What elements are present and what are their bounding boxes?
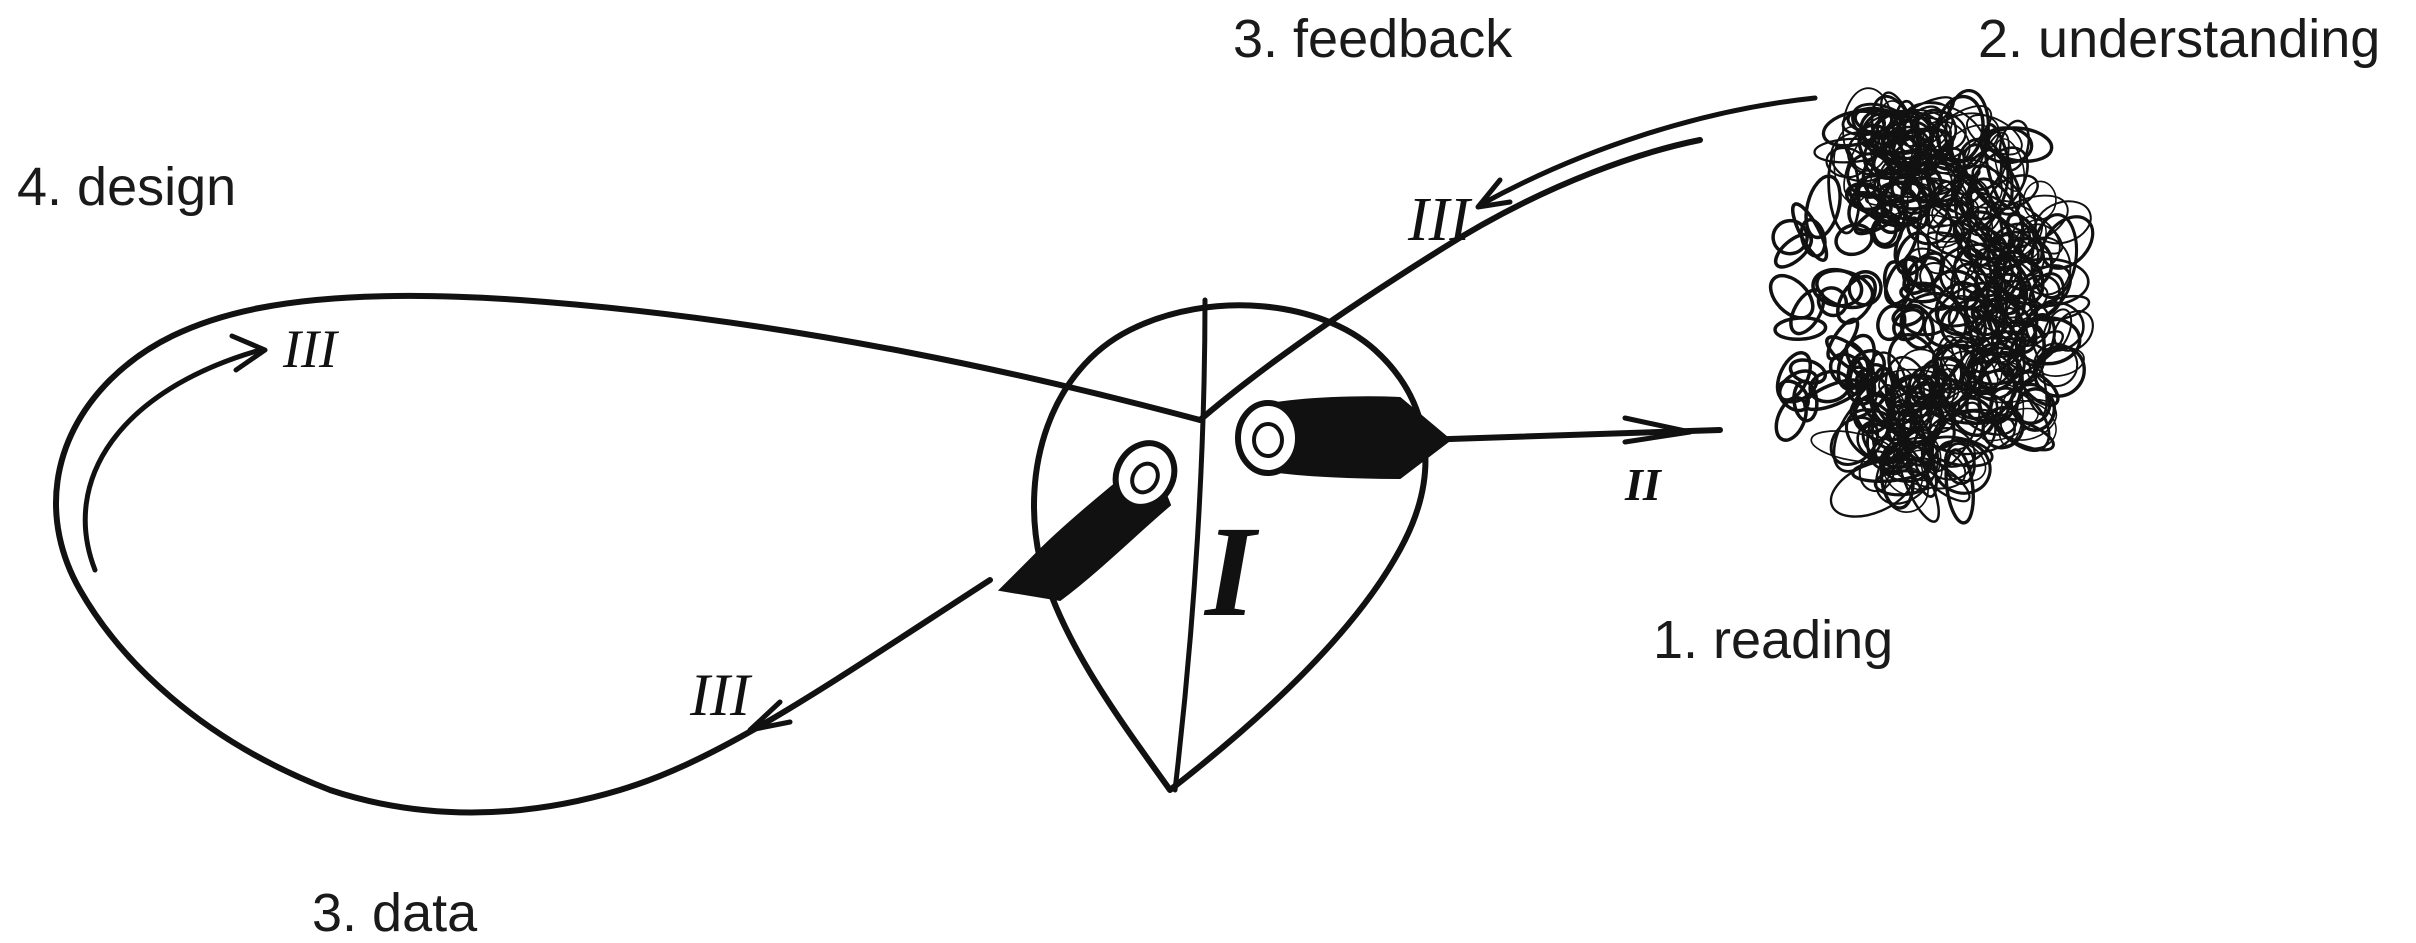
scribble-loop	[1951, 396, 1996, 438]
scribble-loop	[1832, 391, 1893, 473]
scribble-loop	[1963, 287, 2005, 337]
label-data: 3. data	[312, 883, 478, 943]
scribble-core-loop	[1892, 307, 1926, 342]
scribble-loop	[1977, 350, 2024, 425]
right-eyepiece	[1235, 396, 1452, 480]
scribble-loop	[1986, 230, 2040, 283]
scribble-core-loop	[1891, 303, 1925, 328]
scribble-core-loop	[1870, 214, 1903, 249]
scribble-loop	[1821, 109, 1886, 148]
scribble-loop	[2034, 200, 2092, 245]
scribble-core-loop	[1836, 274, 1877, 325]
scribble-loop	[2030, 213, 2079, 300]
feedback-path	[1197, 137, 1703, 423]
scribble-core-loop	[1803, 378, 1864, 412]
design-arrow-numeral: III	[282, 319, 340, 379]
scribble-loop	[1914, 108, 1958, 152]
feedback-arrow-numeral: III	[1407, 186, 1473, 254]
scribble-core-loop	[1816, 286, 1849, 318]
scribble-core-loop	[1789, 288, 1826, 336]
scribble-loop	[1901, 414, 1938, 498]
scribble-loop	[1971, 164, 2037, 234]
scribble-core-loop	[1876, 304, 1907, 342]
scribble-core-loop	[1773, 316, 1828, 342]
scribble-core-loop	[1773, 232, 1814, 269]
scribble-core-loop	[1882, 260, 1911, 308]
scribble-core-loop	[1836, 333, 1876, 391]
scribble-loop	[1858, 450, 1895, 493]
scribble-core-loop	[1850, 191, 1893, 217]
reading-arrow-numeral: II	[1624, 459, 1663, 510]
scribble-core-loop	[1903, 255, 1935, 293]
scribble-core-loop	[1899, 281, 1945, 304]
scribble-core-loop	[1890, 174, 1922, 204]
scribble-loop	[1979, 126, 2034, 165]
scribble-loop	[1842, 87, 1894, 172]
scribble-loop	[1932, 438, 1992, 495]
scribble-loop	[1873, 469, 1931, 497]
label-understanding: 2. understanding	[1978, 9, 2381, 69]
scribble-loop	[2018, 236, 2072, 296]
design-arrow-head	[229, 333, 268, 373]
scribble-core-loop	[1826, 317, 1860, 361]
design-loop-upper	[53, 292, 1203, 816]
scribble-loop	[1928, 177, 1991, 238]
scribble-loop	[1939, 343, 1988, 385]
center-numeral: I	[1203, 500, 1260, 644]
label-design: 4. design	[17, 157, 237, 217]
feedback-arrow-head	[1475, 177, 1513, 210]
scribble-core-loop	[1834, 223, 1874, 257]
design-arrow-shaft	[82, 347, 263, 573]
understanding-scribble	[1768, 87, 2095, 525]
scribble-core-loop	[1906, 380, 1933, 413]
scribble-core-loop	[1815, 268, 1875, 310]
scribble-loop	[1922, 120, 1971, 165]
scribble-loop	[2032, 294, 2091, 322]
scribble-loop	[1988, 174, 2039, 211]
label-reading: 1. reading	[1653, 610, 1894, 670]
scribble-loop	[1879, 447, 1915, 510]
scribble-loop	[1985, 296, 2038, 355]
scribble-loop	[2022, 180, 2057, 221]
scribble-loop	[1968, 201, 2002, 237]
teardrop-divider	[1172, 297, 1208, 793]
label-feedback: 3. feedback	[1233, 9, 1513, 69]
scribble-core-loop	[1852, 393, 1894, 435]
left-eyepiece	[997, 440, 1178, 602]
feedback-arrow-shaft	[1477, 95, 1818, 208]
scribble-core-loop	[1902, 251, 1946, 296]
scribble-core-loop	[1804, 174, 1842, 240]
scribble-loop	[1970, 307, 2032, 374]
data-arrow-head	[747, 699, 793, 733]
scribble-loop	[1975, 247, 2043, 302]
scribble-loop	[1974, 260, 2027, 325]
scribble-core-loop	[1895, 231, 1931, 277]
scribble-loop	[1922, 305, 1968, 348]
scribble-core-loop	[1825, 335, 1875, 377]
reading-arrow-head	[1622, 415, 1693, 445]
scribble-core-loop	[1768, 273, 1815, 320]
scribble-core-loop	[1849, 371, 1898, 420]
scribble-core-loop	[1774, 395, 1808, 442]
data-arrow-numeral: III	[689, 662, 753, 728]
scribble-loop	[1975, 131, 2010, 200]
scribble-loop	[1810, 430, 1895, 463]
scribble-loop	[1931, 192, 1975, 227]
reading-path	[1417, 427, 1723, 443]
scribble-core-loop	[1847, 270, 1883, 307]
scribble-loop	[1952, 210, 2015, 261]
scribble-core-loop	[1792, 379, 1819, 423]
